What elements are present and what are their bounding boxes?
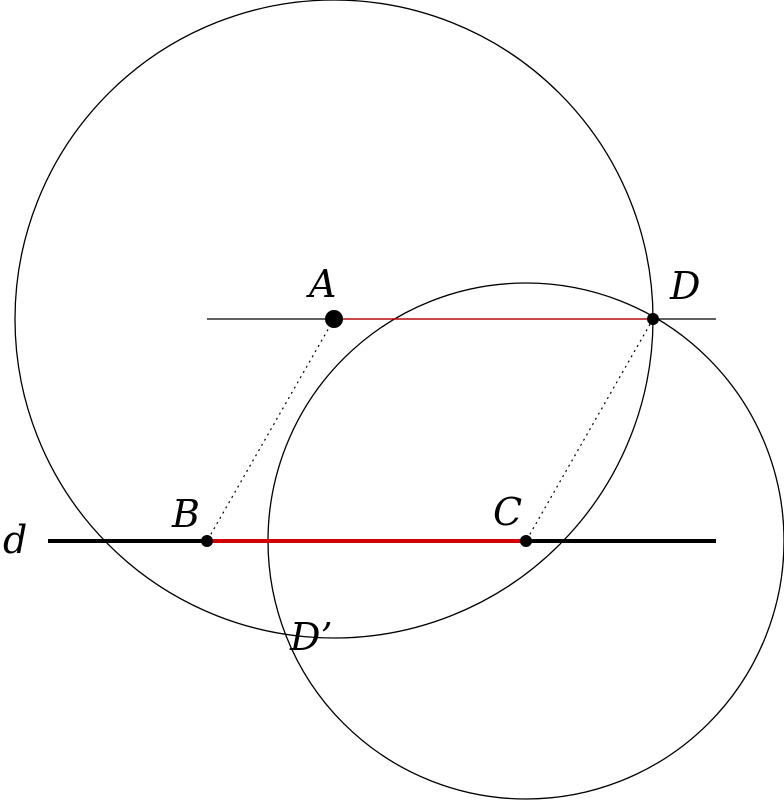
label-c: C bbox=[493, 490, 522, 534]
label-b: B bbox=[171, 492, 200, 536]
label-d: D bbox=[669, 264, 700, 308]
dotted-segment-dc bbox=[525, 318, 654, 542]
label-line-d: d bbox=[3, 518, 27, 562]
label-d-prime: D’ bbox=[289, 615, 333, 659]
point-c bbox=[520, 535, 532, 547]
dotted-segment-ab bbox=[206, 318, 335, 542]
point-b bbox=[201, 535, 213, 547]
point-a bbox=[325, 310, 343, 328]
label-a: A bbox=[306, 262, 336, 306]
point-d bbox=[647, 313, 659, 325]
